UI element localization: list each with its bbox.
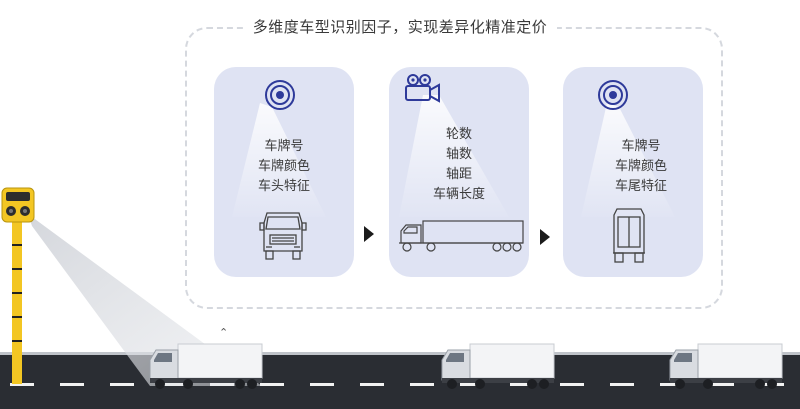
scan-beam xyxy=(232,103,326,217)
feature-item: 车牌颜色 xyxy=(257,159,310,174)
truck-on-road xyxy=(669,343,783,389)
feature-item: 车牌号 xyxy=(264,139,304,154)
truck-on-road xyxy=(149,343,263,389)
card-feature-list: 轮数 轴数 轴距 车辆长度 xyxy=(389,125,529,205)
lane-marking xyxy=(410,383,434,386)
truck-on-road xyxy=(441,343,555,389)
feature-item: 轴距 xyxy=(445,167,472,182)
flow-arrow xyxy=(364,226,374,242)
lane-marking xyxy=(360,383,384,386)
lane-marking xyxy=(60,383,84,386)
feature-item: 车牌号 xyxy=(621,139,661,154)
scan-beam xyxy=(399,95,509,217)
feature-item: 车辆长度 xyxy=(432,187,485,202)
feature-item: 车牌颜色 xyxy=(614,159,667,174)
scan-beam xyxy=(581,103,675,217)
card-rear-recognition: 车牌号 车牌颜色 车尾特征 xyxy=(563,67,703,277)
feature-item: 轮数 xyxy=(445,127,472,142)
lane-marking xyxy=(660,383,684,386)
lens-icon xyxy=(598,80,628,110)
card-front-recognition: 车牌号 车牌颜色 车头特征 xyxy=(214,67,354,277)
card-feature-list: 车牌号 车牌颜色 车尾特征 xyxy=(571,137,703,197)
card-axle-recognition: 轮数 轴数 轴距 车辆长度 xyxy=(389,67,529,277)
flow-arrow xyxy=(540,229,550,245)
lane-marking xyxy=(310,383,334,386)
lane-marking xyxy=(260,383,284,386)
feature-item: 轴数 xyxy=(445,147,472,162)
lane-marking xyxy=(710,383,734,386)
lane-marking xyxy=(110,383,134,386)
lane-marking xyxy=(460,383,484,386)
lens-icon xyxy=(265,80,295,110)
feature-item: 车尾特征 xyxy=(614,179,667,194)
chevron-up-icon: ⌃ xyxy=(219,326,229,339)
video-camera-icon xyxy=(405,74,440,103)
card-feature-list: 车牌号 车牌颜色 车头特征 xyxy=(214,137,354,197)
lane-marking xyxy=(610,383,634,386)
lane-marking xyxy=(510,383,534,386)
diagram-title: 多维度车型识别因子，实现差异化精准定价 xyxy=(0,16,800,37)
truck-side-icon xyxy=(399,220,524,252)
feature-item: 车头特征 xyxy=(257,179,310,194)
lane-marking xyxy=(10,383,34,386)
lane-marking xyxy=(560,383,584,386)
road-edge xyxy=(0,352,800,355)
truck-rear-icon xyxy=(613,208,645,263)
truck-front-icon xyxy=(259,212,307,260)
roadside-camera-pole xyxy=(1,187,35,384)
